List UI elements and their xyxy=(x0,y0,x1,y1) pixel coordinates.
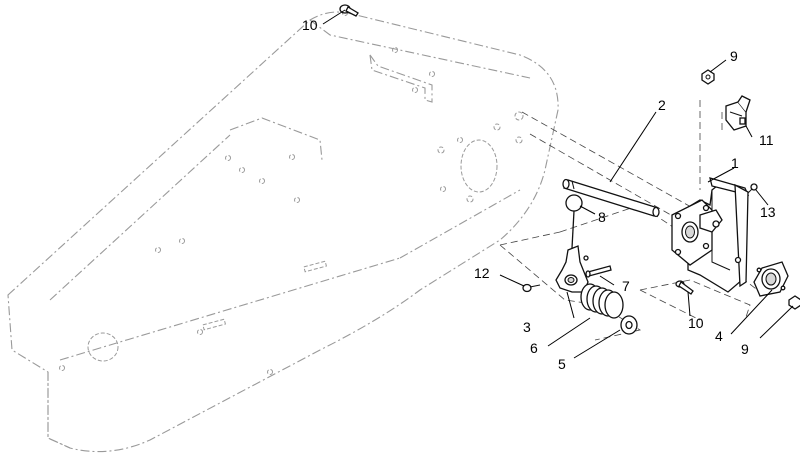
callout-8: 8 xyxy=(598,209,606,225)
callout-4: 4 xyxy=(715,328,723,344)
pin-10-lower xyxy=(675,280,694,295)
frame-phantom-outline xyxy=(7,11,559,453)
flange-bearing-4 xyxy=(753,261,789,297)
nut-9-upper xyxy=(701,69,715,85)
callout-7: 7 xyxy=(622,278,630,294)
mounting-bracket xyxy=(671,177,750,293)
callout-3: 3 xyxy=(523,319,531,335)
callout-13: 13 xyxy=(760,204,776,220)
callout-10-lower: 10 xyxy=(688,315,704,331)
screw-12 xyxy=(522,283,541,293)
handle-assembly xyxy=(555,194,589,293)
nut-9-lower xyxy=(788,295,800,310)
switch-11 xyxy=(725,95,751,131)
callout-9-upper: 9 xyxy=(730,48,738,64)
callout-2: 2 xyxy=(658,97,666,113)
washer-5 xyxy=(620,315,638,335)
callout-12: 12 xyxy=(474,265,490,281)
screw-13 xyxy=(747,183,758,194)
assembly-axes xyxy=(499,100,761,341)
spring-6 xyxy=(580,283,624,319)
callout-1: 1 xyxy=(731,155,739,171)
callout-11: 11 xyxy=(759,132,774,148)
callout-9-lower: 9 xyxy=(741,341,749,357)
callout-labels: 1 2 3 4 5 6 7 8 9 9 10 10 11 12 13 xyxy=(302,17,776,372)
callout-10-upper: 10 xyxy=(302,17,318,33)
shaft xyxy=(562,178,660,218)
frame-holes xyxy=(59,10,524,375)
pin-7 xyxy=(585,265,612,278)
callout-6: 6 xyxy=(530,340,538,356)
leader-lines xyxy=(322,9,794,359)
bolt-10-upper xyxy=(339,4,359,17)
callout-5: 5 xyxy=(558,356,566,372)
